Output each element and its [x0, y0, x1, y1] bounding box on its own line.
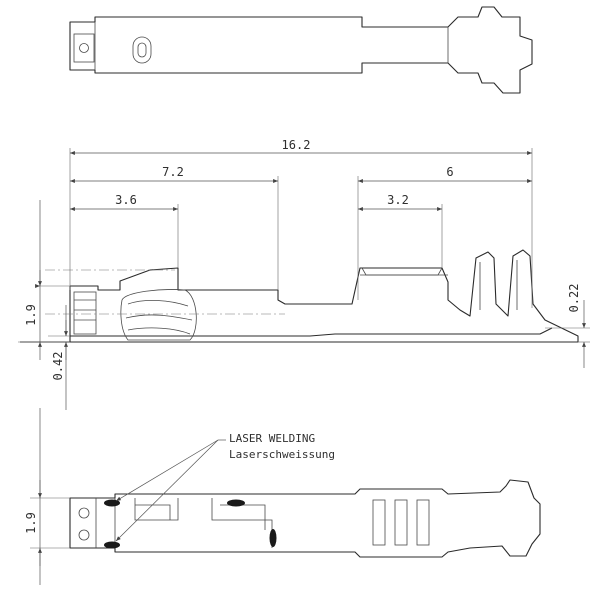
weld-spot-3: [227, 499, 245, 507]
weld-spot-1: [104, 499, 120, 507]
bottom-view: [69, 479, 541, 558]
dim-overall-length: 16.2: [282, 138, 311, 152]
laser-welding-callout: LASER WELDING Laserschweissung: [115, 432, 335, 542]
weld-spot-2: [104, 541, 120, 549]
laser-welding-label: LASER WELDING: [229, 432, 315, 445]
dim-contact-section: 3.6: [115, 193, 137, 207]
dim-crimp-section: 6: [446, 165, 453, 179]
top-view: [69, 6, 533, 94]
side-view: [20, 249, 579, 343]
dim-wire-crimp: 3.2: [387, 193, 409, 207]
dim-contact-to-crimp: 7.2: [162, 165, 184, 179]
dim-bottom-height: 1.9: [24, 512, 38, 534]
weld-spot-4: [269, 529, 277, 547]
dimension-lines: [18, 148, 590, 585]
laserschweissung-label: Laserschweissung: [229, 448, 335, 461]
dim-side-height: 1.9: [24, 304, 38, 326]
dim-base-thickness: 0.42: [51, 352, 65, 381]
dim-end-offset: 0.22: [567, 284, 581, 313]
